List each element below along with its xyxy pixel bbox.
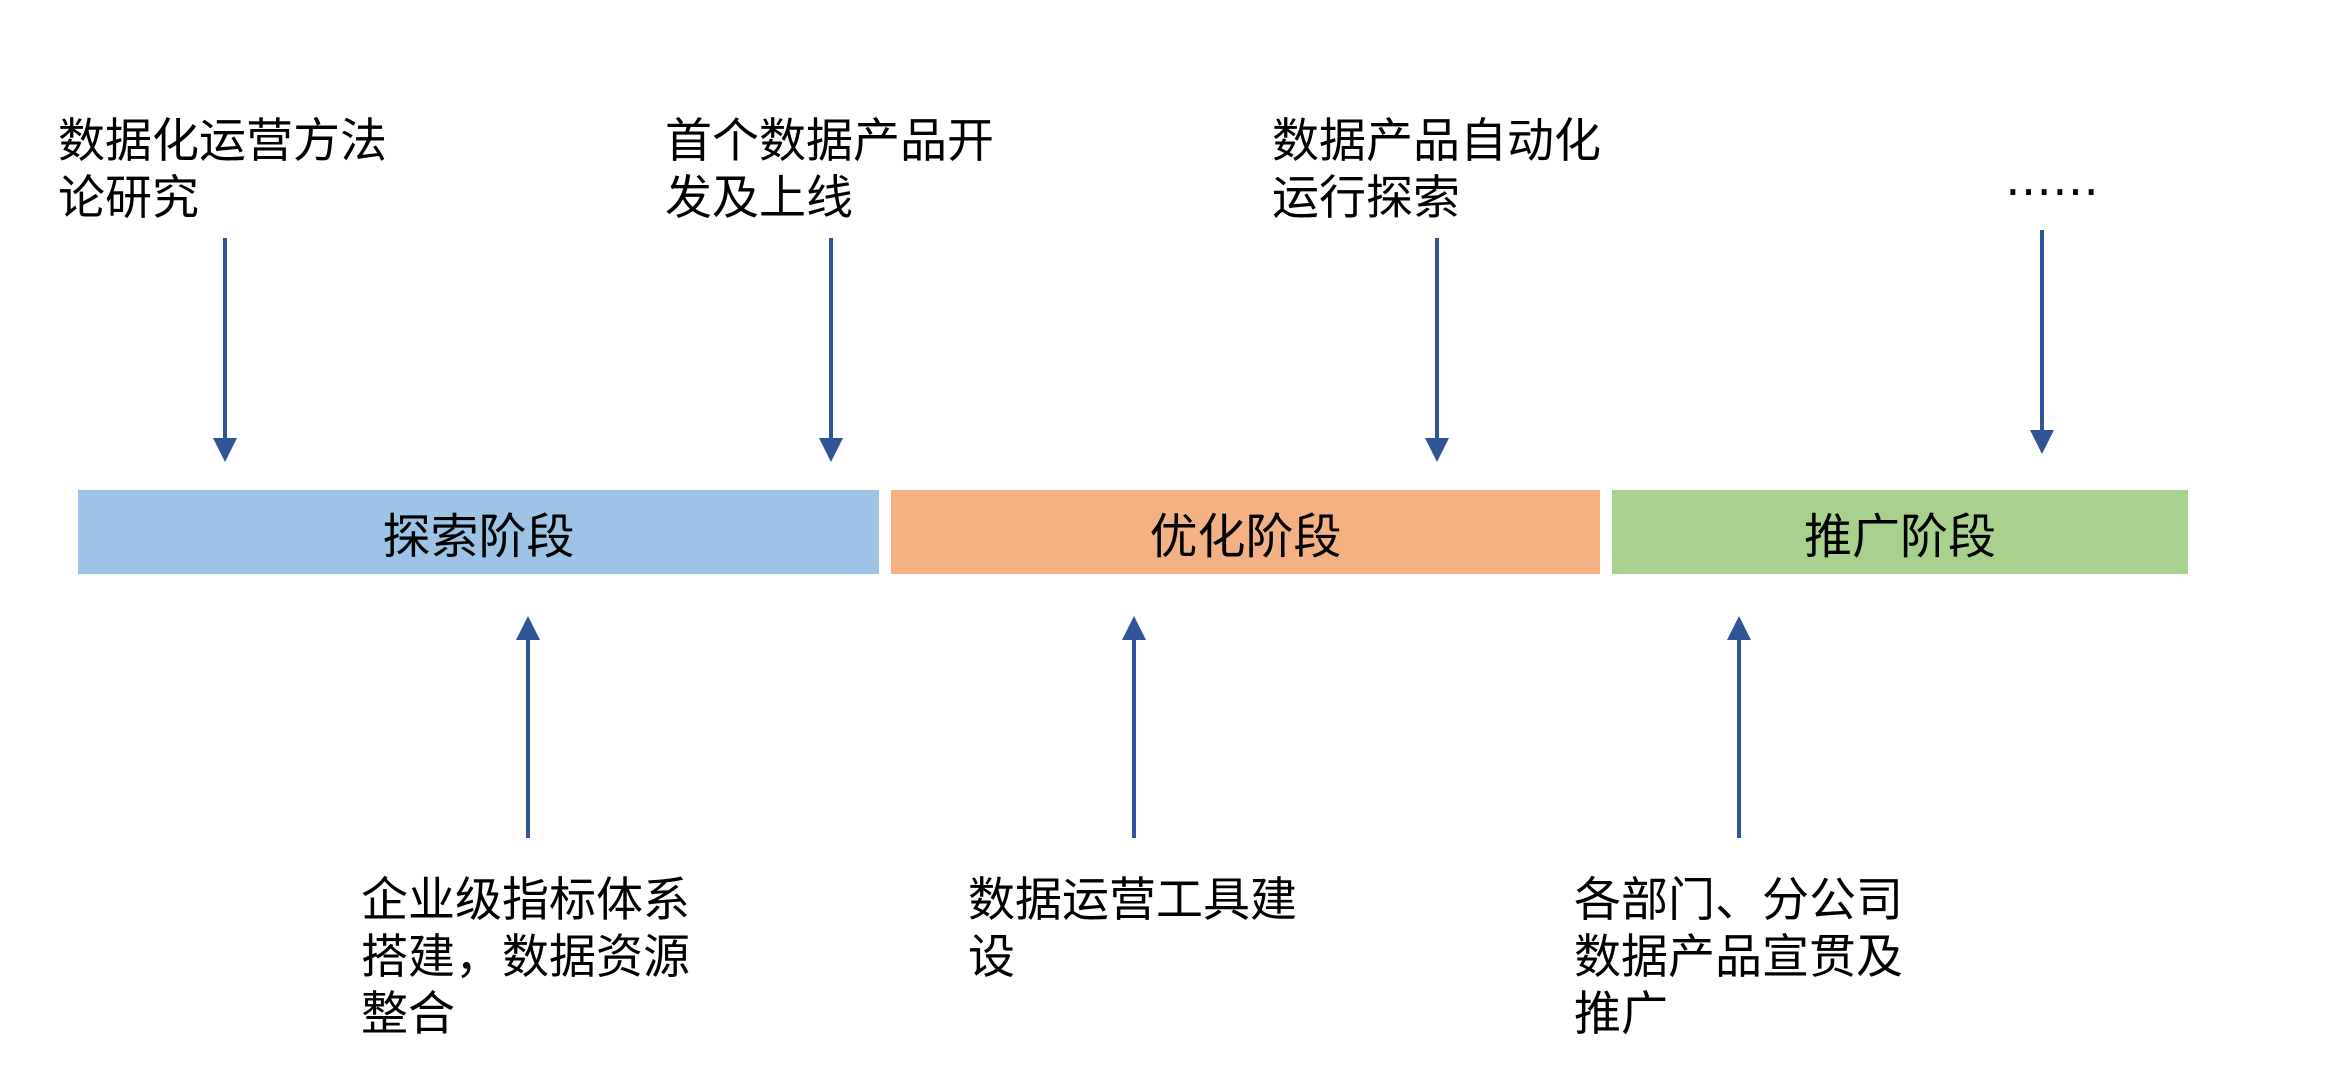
stage-optimize: 优化阶段 [891, 490, 1600, 574]
stage-optimize-label: 优化阶段 [1149, 509, 1342, 565]
stage-explore-label: 探索阶段 [382, 509, 575, 565]
bottom-item-2: 数据运营工具建 设 [968, 873, 1297, 985]
top-item-1: 数据化运营方法 论研究 [58, 114, 387, 226]
stage-promote: 推广阶段 [1612, 490, 2188, 574]
top-item-2: 首个数据产品开 发及上线 [665, 114, 994, 226]
stage-promote-label: 推广阶段 [1803, 509, 1996, 565]
top-item-3: 数据产品自动化 运行探索 [1272, 114, 1601, 226]
stage-explore: 探索阶段 [78, 490, 879, 574]
bottom-item-3: 各部门、分公司 数据产品宣贯及 推广 [1574, 873, 1903, 1042]
bottom-item-1: 企业级指标体系 搭建，数据资源 整合 [361, 873, 690, 1042]
top-item-4: …… [2005, 152, 2099, 207]
